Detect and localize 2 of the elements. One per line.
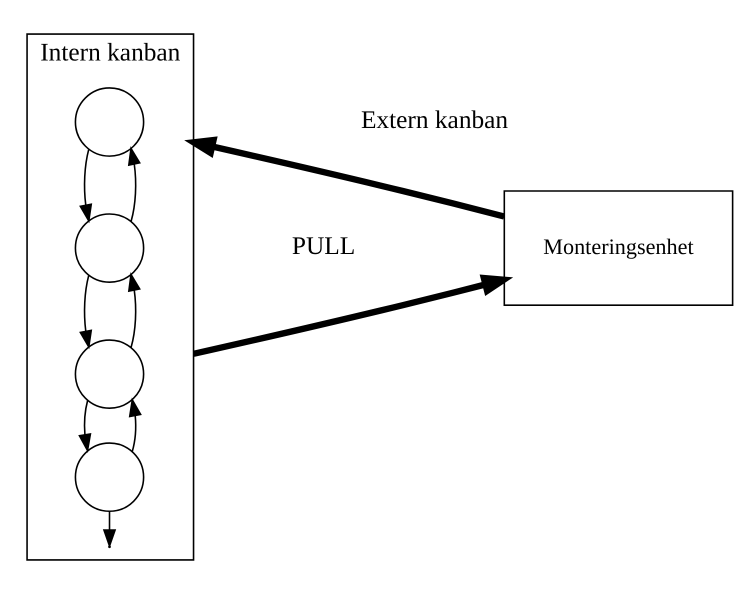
label: Extern kanban: [360, 106, 508, 134]
label: PULL: [292, 232, 356, 260]
